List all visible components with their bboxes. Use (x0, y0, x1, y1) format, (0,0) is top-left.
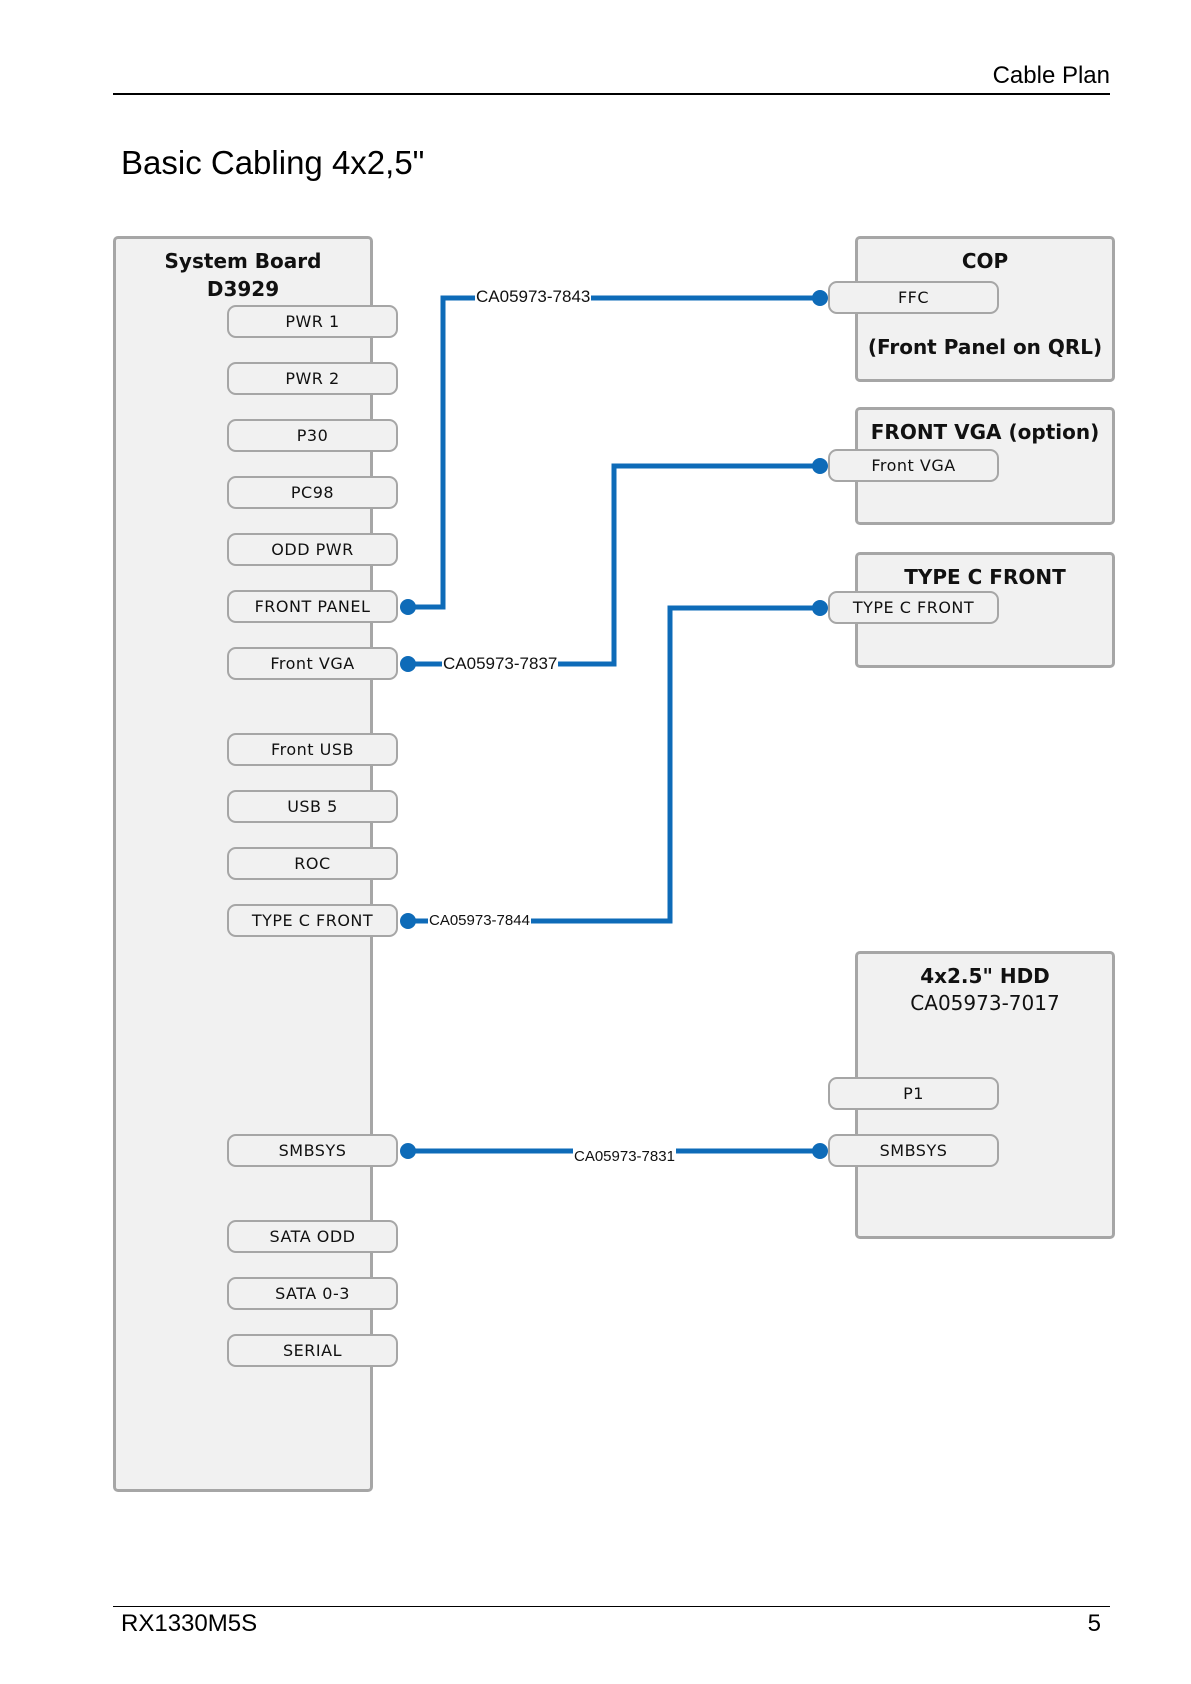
system-board-id: D3929 (206, 277, 280, 301)
cable-label-7831: CA05973-7831 (573, 1147, 676, 1167)
cable-endpoint-smbsys (400, 1143, 416, 1159)
connector-pwr2[interactable]: PWR 2 (227, 362, 398, 395)
system-board-title: System Board (164, 249, 322, 273)
connector-type-c-front[interactable]: TYPE C FRONT (227, 904, 398, 937)
header-section-title: Cable Plan (992, 62, 1110, 89)
front-vga-title: FRONT VGA (option) (870, 420, 1100, 444)
connector-p30[interactable]: P30 (227, 419, 398, 452)
cable-ca05973-7843[interactable] (408, 295, 820, 610)
page-title: Basic Cabling 4x2,5" (121, 144, 425, 181)
type-c-front-title: TYPE C FRONT (904, 565, 1066, 589)
connector-serial[interactable]: SERIAL (227, 1334, 398, 1367)
connector-type-c-front-target[interactable]: TYPE C FRONT (828, 591, 999, 624)
cop-note: (Front Panel on QRL) (867, 335, 1103, 359)
footer-model: RX1330M5S (121, 1610, 258, 1637)
page-number: 5 (1087, 1610, 1101, 1637)
cable-label-7843: CA05973-7843 (475, 287, 592, 307)
connector-sata-odd[interactable]: SATA ODD (227, 1220, 398, 1253)
header-rule (113, 93, 1110, 95)
cable-label-7837: CA05973-7837 (442, 654, 559, 674)
connector-pwr1[interactable]: PWR 1 (227, 305, 398, 338)
connector-usb5[interactable]: USB 5 (227, 790, 398, 823)
footer-rule (113, 1606, 1110, 1607)
connector-odd-pwr[interactable]: ODD PWR (227, 533, 398, 566)
cable-endpoint-ffc (812, 290, 828, 306)
connector-pc98[interactable]: PC98 (227, 476, 398, 509)
cable-endpoint-hdd-smbsys (812, 1143, 828, 1159)
connector-front-vga-target[interactable]: Front VGA (828, 449, 999, 482)
connector-roc[interactable]: ROC (227, 847, 398, 880)
connector-hdd-p1[interactable]: P1 (828, 1077, 999, 1110)
cable-ca05973-7844[interactable] (408, 605, 820, 924)
connector-sata-0-3[interactable]: SATA 0-3 (227, 1277, 398, 1310)
cable-endpoint-type-c (400, 913, 416, 929)
cable-ca05973-7837[interactable] (408, 463, 820, 667)
cop-title: COP (961, 249, 1009, 273)
cable-endpoint-front-vga (400, 656, 416, 672)
connector-smbsys[interactable]: SMBSYS (227, 1134, 398, 1167)
hdd-part-number: CA05973-7017 (910, 991, 1060, 1015)
cable-label-7844: CA05973-7844 (428, 911, 531, 931)
connector-front-panel[interactable]: FRONT PANEL (227, 590, 398, 623)
hdd-title: 4x2.5" HDD (920, 964, 1050, 988)
connector-hdd-smbsys[interactable]: SMBSYS (828, 1134, 999, 1167)
cable-endpoint-front-vga-target (812, 458, 828, 474)
connector-front-vga[interactable]: Front VGA (227, 647, 398, 680)
connector-ffc[interactable]: FFC (828, 281, 999, 314)
connector-front-usb[interactable]: Front USB (227, 733, 398, 766)
cable-endpoint-type-c-target (812, 600, 828, 616)
cable-endpoint-front-panel (400, 599, 416, 615)
